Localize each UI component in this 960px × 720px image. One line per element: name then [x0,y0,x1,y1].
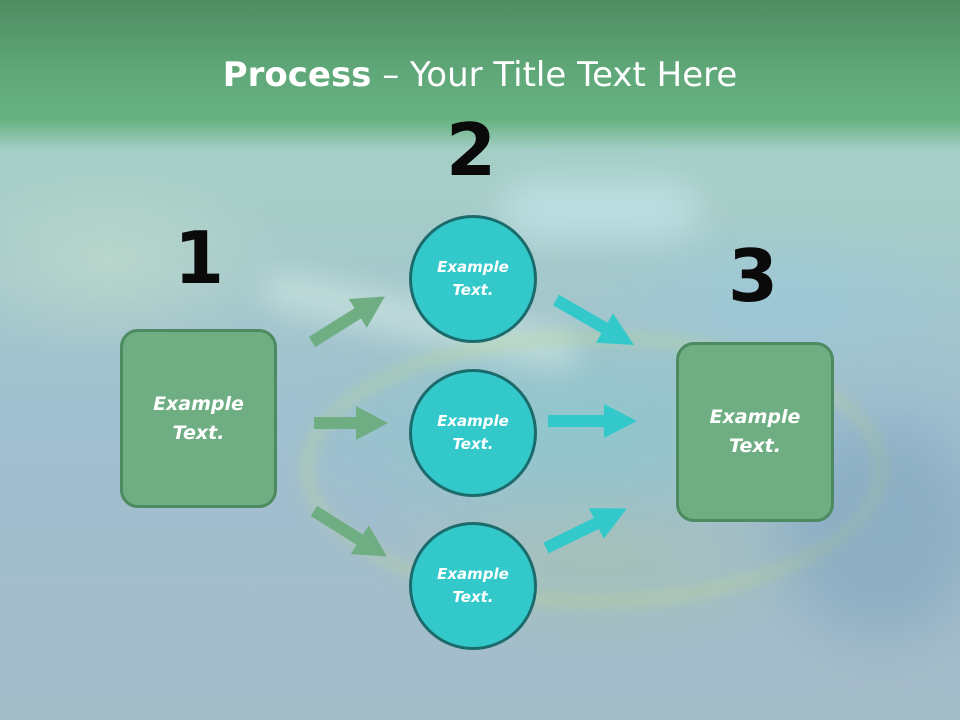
right-box: Example Text. [676,342,834,522]
left-box-line2: Text. [172,421,225,444]
arrow-to-middle-circle [314,406,388,440]
circle-bottom: Example Text. [409,522,537,650]
circle-middle-line2: Text. [452,435,494,453]
arrow-bottom-circle-to-right [543,508,627,554]
arrow-top-circle-to-right [553,294,634,345]
right-box-line2: Text. [729,435,781,457]
arrow-middle-circle-to-right [548,404,637,438]
left-box-line1: Example [153,392,244,415]
right-box-line1: Example [709,406,801,428]
step-number-2: 2 [445,108,497,192]
slide-title: Process – Your Title Text Here [0,54,960,96]
title-rest: – Your Title Text Here [371,55,738,95]
circle-middle-line1: Example [437,412,509,430]
circle-top-line2: Text. [452,281,494,299]
circle-top: Example Text. [409,215,537,343]
circle-top-line1: Example [437,258,509,276]
step-number-3: 3 [727,234,779,318]
circle-middle: Example Text. [409,369,537,497]
background-glow [500,180,700,240]
arrow-to-bottom-circle [310,505,387,557]
circle-bottom-line1: Example [437,565,509,583]
arrow-to-top-circle [308,296,385,348]
circle-bottom-line2: Text. [452,588,494,606]
left-box: Example Text. [120,329,277,508]
title-bold: Process [222,55,372,95]
step-number-1: 1 [173,216,225,300]
header-band [0,0,960,150]
